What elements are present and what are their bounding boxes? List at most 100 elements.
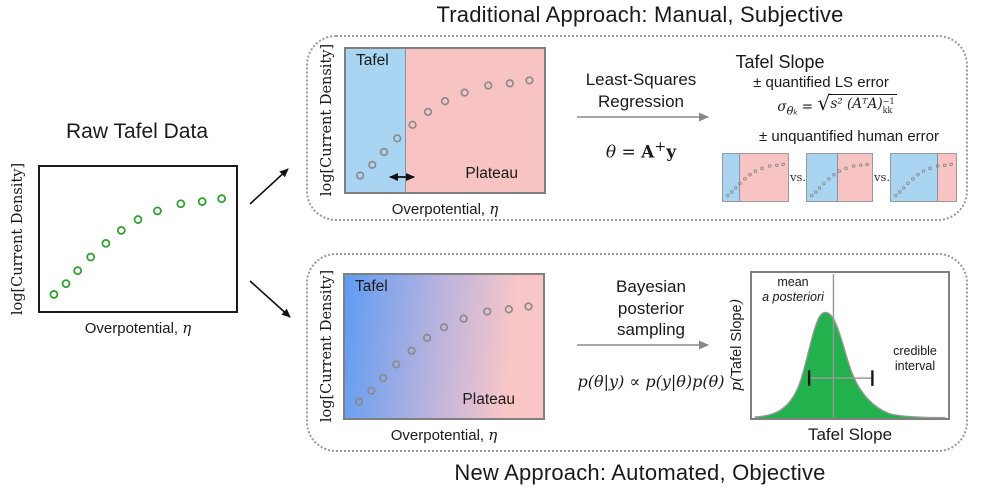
data-point (505, 79, 514, 88)
data-point (760, 166, 764, 171)
data-point (822, 181, 826, 186)
tafel-region (346, 49, 407, 192)
traditional-box (306, 35, 968, 221)
posterior-xaxis-label: Tafel Slope (807, 425, 893, 444)
data-point (217, 194, 227, 204)
posterior-plot (750, 271, 950, 420)
data-point (368, 160, 377, 169)
data-point (851, 164, 856, 168)
data-point (897, 190, 902, 194)
data-point (774, 163, 779, 168)
data-point (379, 147, 389, 157)
least-squares-label: Least-Squares Regression (585, 70, 697, 111)
thumb2-scatter (809, 162, 869, 198)
data-point (392, 360, 401, 369)
data-point (935, 164, 940, 168)
data-point (176, 199, 186, 209)
data-point (767, 164, 772, 168)
thumbnail-choice-1 (722, 153, 789, 202)
data-point (133, 215, 143, 224)
data-point (928, 166, 932, 171)
data-point (921, 169, 926, 173)
data-point (916, 172, 920, 177)
bayesian-yaxis-label: log[Current Density] (319, 269, 335, 423)
tafel-region-label: Tafel (356, 52, 389, 69)
raw-data-title: Raw Tafel Data (65, 120, 209, 143)
bayesian-region-plot: Tafel Plateau (343, 273, 545, 420)
raw-xaxis-label: Overpotential, η (84, 319, 192, 337)
data-point (893, 193, 898, 198)
data-point (393, 134, 402, 143)
arrow-to-traditional (249, 168, 289, 205)
data-point (197, 197, 207, 206)
data-point (73, 266, 83, 276)
posterior-yaxis-label: p(Tafel Slope) (729, 298, 745, 392)
bayes-formula: p(θ|y) ∝ p(y|θ)p(θ) (577, 372, 725, 391)
bayesian-method-label: Bayesian posterior sampling (616, 277, 686, 340)
data-point (748, 172, 752, 177)
data-point (61, 279, 71, 289)
data-point (729, 190, 734, 194)
data-point (153, 206, 162, 216)
data-point (817, 186, 822, 190)
data-point (906, 181, 910, 186)
data-point (753, 169, 758, 173)
posterior-distribution (754, 273, 946, 419)
data-point (813, 190, 818, 194)
data-point (423, 107, 433, 117)
tafel-gradient-label: Tafel (355, 278, 388, 295)
vs-label-1: vs. (790, 170, 807, 184)
mean-annotation: mean a posteriori (762, 275, 824, 304)
raw-yaxis-label: log[Current Density] (10, 162, 26, 316)
data-point (832, 172, 836, 177)
data-point (809, 193, 814, 198)
data-point (422, 333, 432, 343)
thumb3-scatter (893, 162, 953, 198)
credible-annotation: credible interval (893, 344, 937, 373)
data-point (460, 88, 469, 97)
plateau-region-label: Plateau (465, 165, 518, 182)
data-point (781, 162, 785, 167)
data-point (408, 120, 417, 129)
traditional-region-plot: Tafel Plateau (344, 47, 546, 194)
raw-tafel-plot (38, 165, 238, 313)
data-point (440, 97, 450, 106)
data-point (483, 307, 492, 316)
data-point (743, 177, 747, 181)
data-point (844, 166, 848, 171)
data-point (367, 386, 376, 395)
data-point (865, 162, 869, 167)
data-point (858, 163, 863, 168)
data-point (504, 305, 513, 314)
data-point (101, 238, 111, 248)
ls-error-line: ± quantified LS error (753, 74, 889, 91)
raw-scatter-points (49, 194, 227, 299)
vs-label-2: vs. (874, 170, 891, 184)
thumb2-tafel-region (807, 154, 838, 201)
data-point (524, 302, 533, 311)
data-point (355, 171, 365, 180)
data-point (407, 346, 416, 355)
data-point (837, 169, 842, 173)
posterior-density-outline (754, 311, 946, 419)
data-point (733, 186, 738, 190)
data-point (354, 397, 364, 406)
data-point (738, 181, 742, 186)
data-point (439, 323, 449, 332)
data-point (949, 162, 953, 167)
bayesian-scatter-points (354, 302, 533, 406)
traditional-scatter-points (355, 76, 534, 180)
data-point (525, 76, 534, 85)
plateau-gradient-label: Plateau (462, 391, 515, 408)
tafel-slope-heading: Tafel Slope (735, 52, 825, 72)
data-point (378, 373, 388, 383)
new-approach-title: New Approach: Automated, Objective (454, 460, 826, 485)
radical-sign: √ (817, 91, 831, 115)
data-point (942, 163, 947, 168)
traditional-xaxis-label: Overpotential, η (391, 200, 499, 218)
data-point (901, 186, 906, 190)
data-point (86, 252, 96, 262)
bayesian-box (306, 253, 968, 452)
